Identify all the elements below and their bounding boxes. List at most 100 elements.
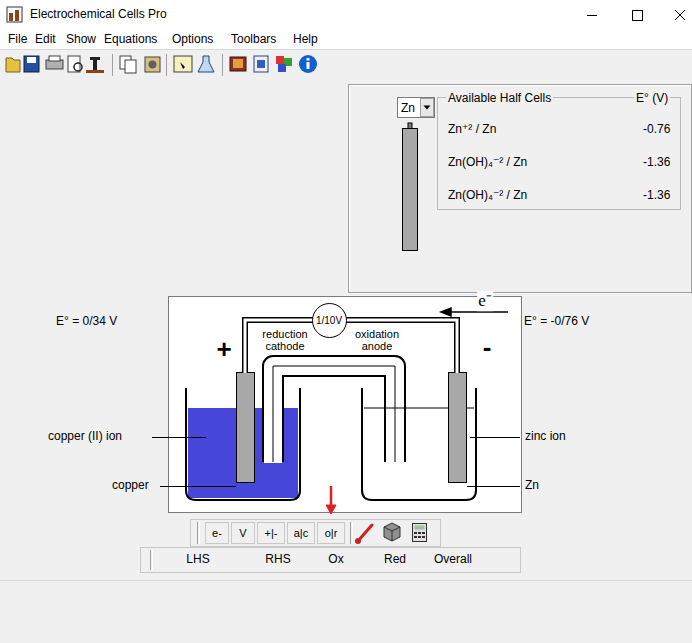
- button-label: e-: [212, 527, 222, 539]
- leader-line-part: [467, 486, 520, 487]
- electron-flow-arrow-part: [441, 308, 451, 316]
- main-toolbar-icons-part: [222, 54, 223, 76]
- main-toolbar-icons-part: [86, 70, 104, 73]
- status-tab: Ox: [328, 553, 343, 567]
- main-toolbar-icons-part: [74, 63, 82, 71]
- electron-flow-arrow-part: [448, 311, 508, 313]
- cell-toolbar-part: [197, 522, 198, 544]
- button-label: V: [239, 527, 246, 539]
- group-heading: Available Half Cells: [446, 91, 553, 105]
- status-tab: LHS: [186, 553, 209, 567]
- status-bar-part: [0, 580, 692, 581]
- main-toolbar-icons-part: [27, 57, 36, 63]
- electrode-label: Zn: [525, 479, 539, 493]
- cell-canvas-part: [169, 297, 522, 513]
- polarity-sign: -: [483, 334, 492, 360]
- button-label: +|-: [265, 527, 278, 539]
- main-toolbar-icons-part: [6, 58, 20, 72]
- half-cell-name: Zn⁺² / Zn: [448, 122, 496, 136]
- external-wire-part: [345, 320, 457, 373]
- menu-bar-part: [0, 49, 692, 50]
- meter-scale: 1/10V: [316, 315, 342, 326]
- main-toolbar-icons-part: [278, 64, 286, 72]
- element-dropdown: Zn: [397, 97, 435, 118]
- main-toolbar-icons-part: [125, 60, 136, 73]
- status-bar-part: [152, 550, 153, 570]
- main-toolbar-icons-part: [307, 62, 310, 69]
- toolbar-button: a|c: [287, 522, 315, 544]
- dropdown-button: [421, 99, 434, 117]
- window-controls-part: [587, 15, 597, 16]
- beaker: [186, 388, 476, 500]
- main-toolbar-icons-part: [49, 56, 60, 61]
- cell-toolbar-part: [355, 538, 361, 544]
- dropdown-value: Zn: [401, 101, 415, 115]
- half-cell-panel-part: [349, 85, 691, 86]
- cell-toolbar-part: [422, 536, 425, 538]
- main-toolbar-icons-part: [180, 62, 185, 69]
- main-toolbar-icons-part: [299, 55, 317, 73]
- leader-line-part: [470, 437, 520, 438]
- pointer-arrow: [326, 486, 336, 514]
- main-toolbar-icons-part: [257, 60, 265, 68]
- button-label: o|r: [325, 527, 338, 539]
- status-tab: Overall: [434, 553, 472, 567]
- electrode-rod-preview-part: [403, 129, 418, 251]
- cell-toolbar-part: [350, 522, 351, 544]
- main-toolbar-icons: [6, 54, 317, 76]
- cell-toolbar-part: [422, 532, 425, 534]
- menu-item: Toolbars: [231, 33, 276, 47]
- cell-toolbar-part: [414, 536, 417, 538]
- cell-toolbar-part: [384, 527, 400, 541]
- toolbar-button: e-: [205, 522, 229, 544]
- electrode-rod-preview: [403, 123, 418, 251]
- electrode: [237, 373, 467, 483]
- half-cell-panel-part: [349, 85, 692, 293]
- cell-toolbar-part: [199, 522, 200, 544]
- window-controls-part: [675, 10, 685, 20]
- main-toolbar-icons-part: [230, 57, 246, 71]
- main-toolbar-icons-part: [145, 57, 160, 72]
- menu-item: Equations: [104, 33, 157, 47]
- potential-value: -1.36: [643, 155, 670, 169]
- half-cell-panel: [349, 85, 692, 293]
- status-bar-part: [141, 548, 521, 573]
- main-toolbar-icons-part: [166, 54, 167, 76]
- menu-item: File: [8, 33, 27, 47]
- main-toolbar-icons-part: [276, 56, 284, 64]
- toolbar-button: V: [231, 522, 255, 544]
- salt-bridge-part: [273, 366, 395, 463]
- half-cell-panel-part: [349, 86, 350, 292]
- electron-label: e⁻: [477, 291, 493, 311]
- title-bar-part: [7, 7, 22, 22]
- menu-bar-part: [0, 31, 692, 49]
- potential-value: -1.36: [643, 188, 670, 202]
- status-tab: Red: [384, 553, 406, 567]
- polarity-sign: +: [216, 336, 231, 362]
- electrode-role: oxidation anode: [347, 329, 407, 352]
- main-toolbar-icons-part: [233, 59, 243, 68]
- title-bar-part: [15, 10, 19, 21]
- cell-toolbar-part: [418, 536, 421, 538]
- voltmeter: 1/10V: [312, 303, 347, 338]
- electrode-role: reduction cathode: [255, 329, 315, 352]
- potential-value: -0.76: [643, 122, 670, 136]
- menu-item: Show: [66, 33, 96, 47]
- title-bar: [0, 0, 692, 31]
- menu-item: Options: [172, 33, 213, 47]
- cell-toolbar-part: [358, 525, 372, 541]
- toolbar-button: o|r: [317, 522, 345, 544]
- status-tab: RHS: [265, 553, 290, 567]
- main-toolbar-icons-part: [254, 56, 268, 72]
- cell-toolbar-part: [191, 520, 441, 547]
- main-toolbar-icons-part: [90, 57, 100, 60]
- leader-line-part: [152, 437, 206, 438]
- pointer-arrow-part: [330, 486, 333, 507]
- half-cell-name: Zn(OH)₄⁻² / Zn: [448, 155, 527, 169]
- status-bar-part: [150, 550, 151, 570]
- external-wire: [245, 320, 457, 373]
- potential-label: E° = -0/76 V: [524, 315, 589, 329]
- salt-bridge-part: [273, 366, 395, 462]
- menu-item: Edit: [35, 33, 56, 47]
- button-label: a|c: [294, 527, 308, 539]
